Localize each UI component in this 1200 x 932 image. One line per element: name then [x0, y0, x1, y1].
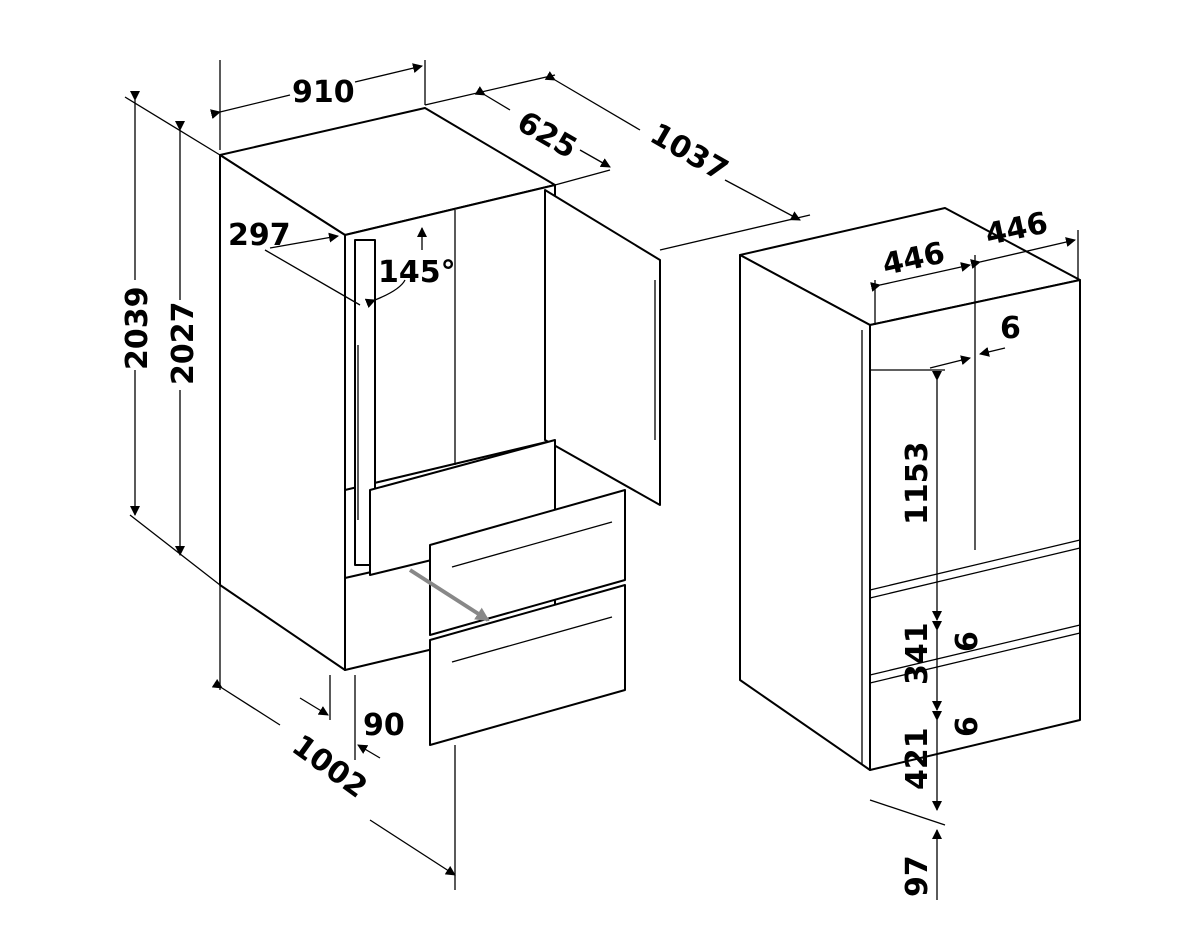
dim-height-upper: 1153 — [900, 442, 935, 526]
dim-height-body: 2027 — [166, 302, 201, 386]
dim-door-offset: 297 — [228, 218, 291, 253]
cabinet-side-right — [739, 254, 871, 771]
dim-depth-door-open: 1037 — [644, 117, 734, 189]
dim-gap-2: 6 — [950, 716, 985, 737]
dim-door-angle: 145° — [378, 255, 456, 290]
dim-height-total: 2039 — [120, 287, 155, 371]
dim-depth-drawer-open: 1002 — [285, 728, 373, 805]
dim-door-width-right: 446 — [982, 206, 1051, 253]
right-door-open — [544, 189, 661, 506]
drawer-pull-arrow-icon — [408, 568, 490, 622]
dim-drawer-offset: 90 — [363, 708, 405, 743]
drawer-2-front — [429, 584, 626, 746]
dim-height-drawer-2: 421 — [900, 727, 935, 790]
dim-plinth: 97 — [900, 855, 935, 897]
dim-height-drawer-1: 341 — [900, 622, 935, 685]
drawer-1-front — [429, 489, 626, 636]
dim-gap-1: 6 — [950, 631, 985, 652]
dim-width: 910 — [292, 75, 355, 110]
dim-depth-body: 625 — [511, 105, 583, 167]
dim-door-gap: 6 — [1000, 311, 1021, 346]
cabinet-interior — [344, 184, 556, 491]
left-fridge-drawing — [124, 60, 811, 890]
right-fridge-drawing — [739, 207, 1081, 900]
